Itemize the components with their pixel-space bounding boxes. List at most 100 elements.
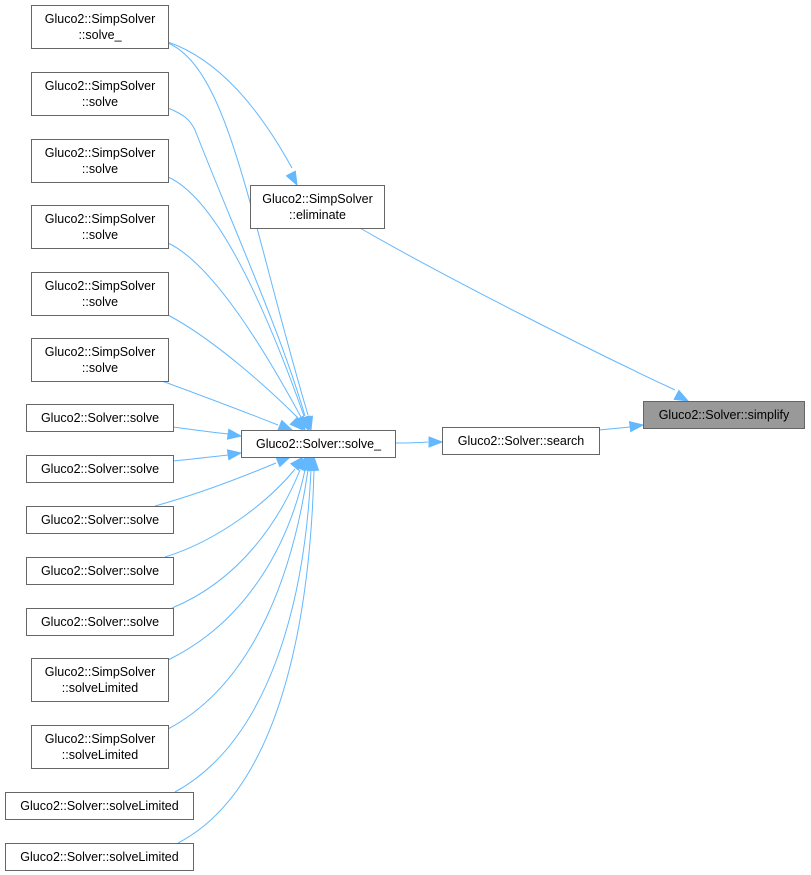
edge-simp_solve_3-to-solver_solve_: [167, 242, 306, 432]
node-simp-solveLimited-1[interactable]: Gluco2::SimpSolver::solveLimited: [31, 658, 169, 702]
node-box[interactable]: [250, 185, 385, 229]
edge-solver_solve_1-to-solver_solve_: [172, 426, 243, 440]
node-label: Gluco2::Solver::solve_: [256, 437, 382, 451]
node-solver-search[interactable]: Gluco2::Solver::search: [442, 427, 600, 455]
node-label: ::solve: [82, 228, 118, 242]
node-simp-solve-[interactable]: Gluco2::SimpSolver::solve_: [31, 5, 169, 49]
node-solver-solve-[interactable]: Gluco2::Solver::solve_: [241, 430, 396, 458]
edge-line: [171, 469, 301, 609]
node-label: Gluco2::Solver::solveLimited: [20, 799, 178, 813]
node-box[interactable]: [26, 506, 174, 534]
edge-simp_solve_5-to-solver_solve_: [161, 380, 294, 431]
edge-simp_solve_4-to-solver_solve_: [167, 314, 304, 431]
node-label: Gluco2::SimpSolver: [45, 12, 155, 26]
node-solver-solve-4[interactable]: Gluco2::Solver::solve: [26, 557, 174, 585]
node-simp-solve-1[interactable]: Gluco2::SimpSolver::solve: [31, 72, 169, 116]
arrowhead-icon: [289, 416, 304, 431]
edge-line: [598, 426, 631, 431]
node-box[interactable]: [26, 608, 174, 636]
node-solver-solveLimited-2[interactable]: Gluco2::Solver::solveLimited: [5, 843, 194, 871]
node-box[interactable]: [31, 205, 169, 249]
node-box[interactable]: [31, 725, 169, 769]
edge-line: [167, 176, 305, 417]
node-simp-solve-5[interactable]: Gluco2::SimpSolver::solve: [31, 338, 169, 382]
node-label: Gluco2::SimpSolver: [45, 732, 155, 746]
node-simp-solveLimited-2[interactable]: Gluco2::SimpSolver::solveLimited: [31, 725, 169, 769]
edge-solver_solve_2-to-solver_solve_: [172, 449, 243, 462]
node-solver-simplify[interactable]: Gluco2::Solver::simplify: [643, 401, 805, 429]
node-label: Gluco2::SimpSolver: [262, 192, 372, 206]
node-label: Gluco2::SimpSolver: [45, 146, 155, 160]
arrowhead-icon: [628, 420, 645, 433]
edge-solver_solveLimited_2-to-solver_solve_: [177, 455, 320, 844]
node-box[interactable]: [31, 338, 169, 382]
edge-line: [172, 426, 229, 435]
edge-line: [161, 380, 279, 426]
node-simp-solve-3[interactable]: Gluco2::SimpSolver::solve: [31, 205, 169, 249]
node-box[interactable]: [5, 792, 194, 820]
node-box[interactable]: [26, 557, 174, 585]
node-label: Gluco2::Solver::solve: [41, 411, 159, 425]
edge-line: [167, 242, 302, 418]
node-label: Gluco2::SimpSolver: [45, 345, 155, 359]
arrowhead-icon: [226, 428, 243, 440]
edge-simp_solve_-to-solver_solve_: [167, 42, 314, 432]
node-label: Gluco2::SimpSolver: [45, 212, 155, 226]
edge-simp_eliminate-to-solver_simplify: [359, 227, 690, 402]
node-label: ::eliminate: [289, 208, 346, 222]
node-box[interactable]: [31, 5, 169, 49]
arrowhead-icon: [307, 455, 320, 471]
node-label: Gluco2::Solver::solve: [41, 513, 159, 527]
node-solver-solve-3[interactable]: Gluco2::Solver::solve: [26, 506, 174, 534]
node-box[interactable]: [31, 139, 169, 183]
node-box[interactable]: [241, 430, 396, 458]
node-box[interactable]: [26, 404, 174, 432]
edge-line: [359, 227, 676, 391]
edge-line: [167, 469, 306, 661]
node-solver-solve-1[interactable]: Gluco2::Solver::solve: [26, 404, 174, 432]
node-label: Gluco2::Solver::simplify: [659, 408, 790, 422]
edge-simp_solveLimited_2-to-solver_solve_: [167, 455, 314, 730]
edge-line: [167, 469, 309, 730]
edge-line: [167, 42, 309, 416]
edge-line: [167, 41, 293, 169]
node-label: Gluco2::SimpSolver: [45, 79, 155, 93]
edge-line: [164, 468, 296, 558]
node-solver-solve-5[interactable]: Gluco2::Solver::solve: [26, 608, 174, 636]
edge-simp_solveLimited_1-to-solver_solve_: [167, 455, 311, 661]
node-label: ::solveLimited: [62, 748, 138, 762]
node-box[interactable]: [442, 427, 600, 455]
edge-solver_solve_3-to-solver_solve_: [154, 456, 292, 507]
node-box[interactable]: [643, 401, 805, 429]
arrowhead-icon: [285, 170, 298, 187]
node-box[interactable]: [31, 272, 169, 316]
node-solver-solveLimited-1[interactable]: Gluco2::Solver::solveLimited: [5, 792, 194, 820]
edge-solver_search-to-solver_simplify: [598, 420, 645, 433]
edge-line: [177, 469, 315, 844]
node-simp-eliminate[interactable]: Gluco2::SimpSolver::eliminate: [250, 185, 385, 229]
nodes-layer: Gluco2::SimpSolver::solve_Gluco2::SimpSo…: [5, 5, 805, 871]
node-box[interactable]: [5, 843, 194, 871]
node-simp-solve-4[interactable]: Gluco2::SimpSolver::solve: [31, 272, 169, 316]
edges-layer: [154, 41, 690, 844]
node-label: Gluco2::Solver::solve: [41, 462, 159, 476]
edge-solver_solve_-to-solver_search: [394, 436, 444, 448]
edge-line: [172, 454, 229, 462]
node-solver-solve-2[interactable]: Gluco2::Solver::solve: [26, 455, 174, 483]
node-box[interactable]: [31, 658, 169, 702]
node-label: ::solve: [82, 162, 118, 176]
node-label: Gluco2::Solver::solve: [41, 564, 159, 578]
node-label: Gluco2::Solver::solveLimited: [20, 850, 178, 864]
edge-line: [394, 441, 429, 444]
node-label: Gluco2::SimpSolver: [45, 665, 155, 679]
edge-solver_solve_4-to-solver_solve_: [164, 455, 304, 558]
node-label: ::solve: [82, 95, 118, 109]
node-simp-solve-2[interactable]: Gluco2::SimpSolver::solve: [31, 139, 169, 183]
node-label: ::solve_: [78, 28, 122, 42]
node-label: ::solve: [82, 361, 118, 375]
node-label: ::solveLimited: [62, 681, 138, 695]
node-box[interactable]: [26, 455, 174, 483]
edge-line: [174, 469, 312, 793]
node-box[interactable]: [31, 72, 169, 116]
